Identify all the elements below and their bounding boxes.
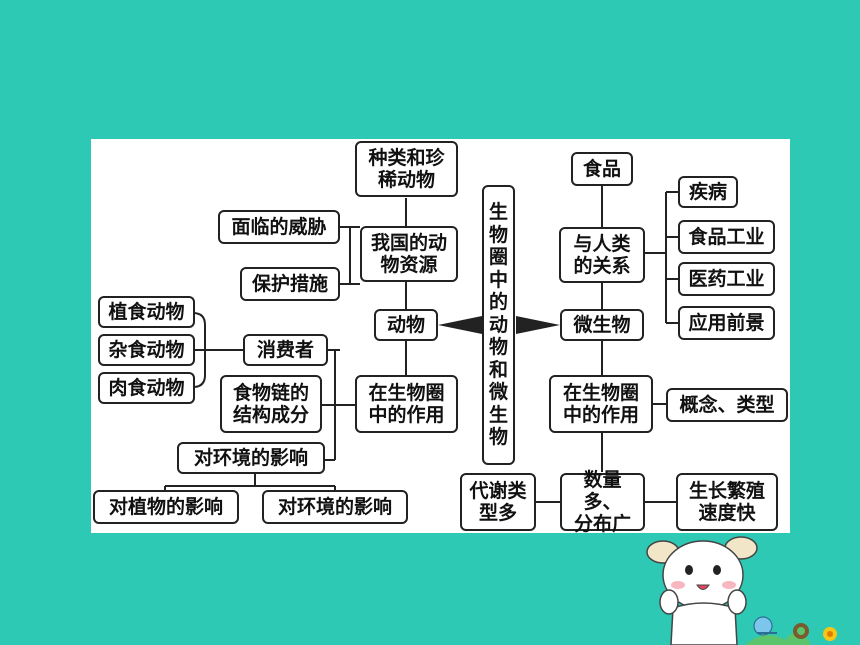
- herbivore-text: 植食动物: [108, 301, 185, 323]
- protection-node: 保护措施: [240, 267, 340, 301]
- prospect-node: 应用前景: [678, 306, 775, 340]
- relation-text: 与人类 的关系: [573, 233, 631, 277]
- env-effect-2-node: 对环境的影响: [262, 490, 408, 524]
- plant-effect-node: 对植物的影响: [93, 490, 239, 524]
- medical-industry-node: 医药工业: [678, 262, 775, 296]
- concept-node: 概念、类型: [666, 388, 788, 422]
- consumer-node: 消费者: [243, 334, 328, 366]
- reproduction-node: 生长繁殖 速度快: [676, 473, 778, 531]
- protection-text: 保护措施: [251, 273, 328, 295]
- herbivore-node: 植食动物: [98, 296, 195, 328]
- animal-role-text: 在生物圈 中的作用: [368, 382, 445, 426]
- microbe-role-text: 在生物圈 中的作用: [562, 382, 639, 426]
- threats-text: 面临的威胁: [231, 216, 327, 238]
- center-title-text: 生物圈中的动物和微生物: [488, 201, 508, 449]
- disease-text: 疾病: [688, 181, 727, 203]
- consumer-text: 消费者: [256, 339, 314, 361]
- animal-node: 动物: [374, 309, 438, 341]
- food-text: 食品: [582, 158, 621, 180]
- omnivore-text: 杂食动物: [108, 339, 185, 361]
- resources-node: 我国的动 物资源: [360, 226, 458, 282]
- concept-text: 概念、类型: [679, 394, 775, 416]
- species-text: 种类和珍 稀动物: [368, 147, 445, 191]
- carnivore-node: 肉食动物: [98, 372, 195, 404]
- microbe-role-node: 在生物圈 中的作用: [549, 375, 653, 433]
- abundance-text: 数量多、 分布广: [573, 469, 631, 535]
- microbe-node: 微生物: [560, 309, 644, 341]
- prospect-text: 应用前景: [688, 312, 765, 334]
- animal-text: 动物: [386, 314, 425, 336]
- food-chain-text: 食物链的 结构成分: [232, 382, 309, 426]
- food-industry-node: 食品工业: [678, 220, 775, 254]
- relation-node: 与人类 的关系: [559, 227, 645, 283]
- metabolism-node: 代谢类 型多: [460, 473, 536, 531]
- microbe-text: 微生物: [573, 314, 631, 336]
- carnivore-text: 肉食动物: [108, 377, 185, 399]
- species-node: 种类和珍 稀动物: [355, 141, 458, 197]
- animal-role-node: 在生物圈 中的作用: [355, 375, 458, 433]
- food-node: 食品: [571, 152, 633, 186]
- env-effect-text: 对环境的影响: [193, 447, 308, 469]
- metabolism-text: 代谢类 型多: [469, 480, 527, 524]
- food-industry-text: 食品工业: [688, 226, 765, 248]
- reproduction-text: 生长繁殖 速度快: [688, 480, 765, 524]
- disease-node: 疾病: [678, 176, 738, 208]
- puppy-mascot-icon: [646, 536, 837, 645]
- food-chain-node: 食物链的 结构成分: [220, 375, 322, 433]
- plant-effect-text: 对植物的影响: [108, 496, 223, 518]
- resources-text: 我国的动 物资源: [370, 232, 447, 276]
- env-effect-2-text: 对环境的影响: [277, 496, 392, 518]
- threats-node: 面临的威胁: [218, 210, 340, 244]
- center-title: 生物圈中的动物和微生物: [482, 185, 515, 465]
- env-effect-node: 对环境的影响: [177, 442, 325, 474]
- medical-industry-text: 医药工业: [688, 268, 765, 290]
- omnivore-node: 杂食动物: [98, 334, 195, 366]
- abundance-node: 数量多、 分布广: [560, 469, 645, 535]
